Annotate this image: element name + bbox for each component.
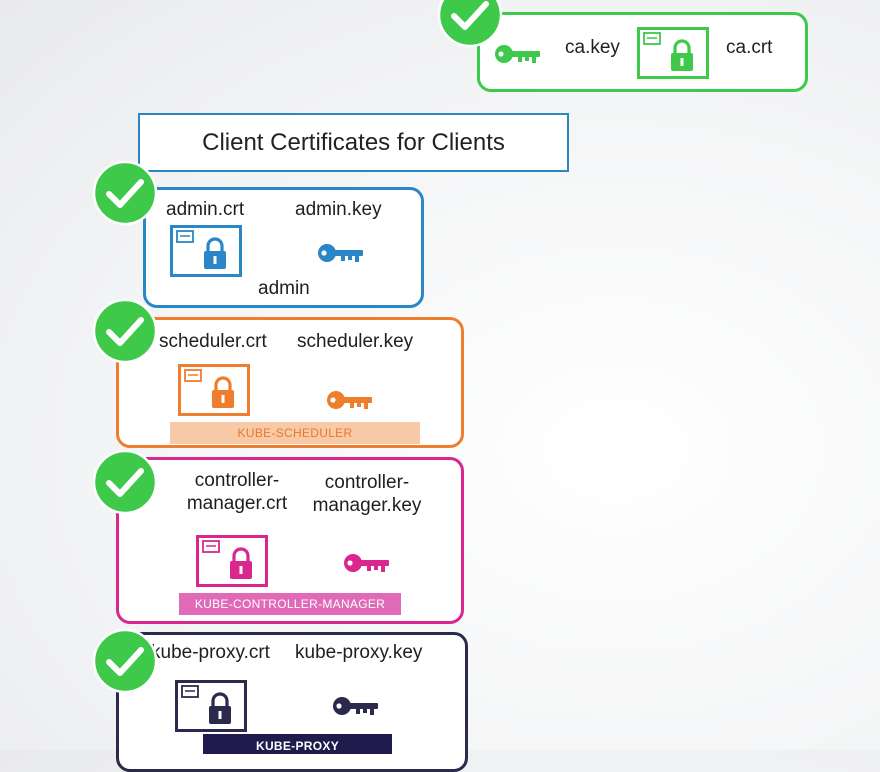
admin-certificate-icon [170, 225, 242, 277]
ca-key-label: ca.key [565, 37, 620, 58]
scheduler-key-label: scheduler.key [297, 331, 414, 352]
admin-key-label: admin.key [295, 199, 382, 220]
proxy-key-icon [332, 695, 380, 717]
proxy-check-circle-icon [92, 628, 158, 694]
proxy-key-label: kube-proxy.key [295, 642, 423, 663]
ca-cert-label: ca.crt [726, 37, 773, 58]
admin-key-icon [317, 242, 365, 264]
scheduler-certificate-icon [178, 364, 250, 416]
controller-check-circle-icon [92, 449, 158, 515]
controller-key-label: controller- manager.key [312, 472, 422, 516]
page-title: Client Certificates for Clients [138, 113, 569, 172]
proxy-certificate-icon [175, 680, 247, 732]
proxy-crt-label: kube-proxy.crt [151, 642, 270, 663]
ca-certificate-icon [637, 27, 709, 79]
admin-check-circle-icon [92, 160, 158, 226]
admin-user-label: admin [258, 278, 310, 299]
scheduler-banner: KUBE-SCHEDULER [170, 422, 420, 444]
controller-key-icon [343, 552, 391, 574]
admin-crt-label: admin.crt [166, 199, 245, 220]
ca-check-circle-icon [437, 0, 503, 48]
controller-banner: KUBE-CONTROLLER-MANAGER [179, 593, 401, 615]
controller-crt-label: controller- manager.crt [186, 470, 288, 514]
scheduler-check-circle-icon [92, 298, 158, 364]
controller-certificate-icon [196, 535, 268, 587]
scheduler-crt-label: scheduler.crt [159, 331, 267, 352]
proxy-banner: KUBE-PROXY [203, 734, 392, 754]
scheduler-key-icon [326, 389, 374, 411]
